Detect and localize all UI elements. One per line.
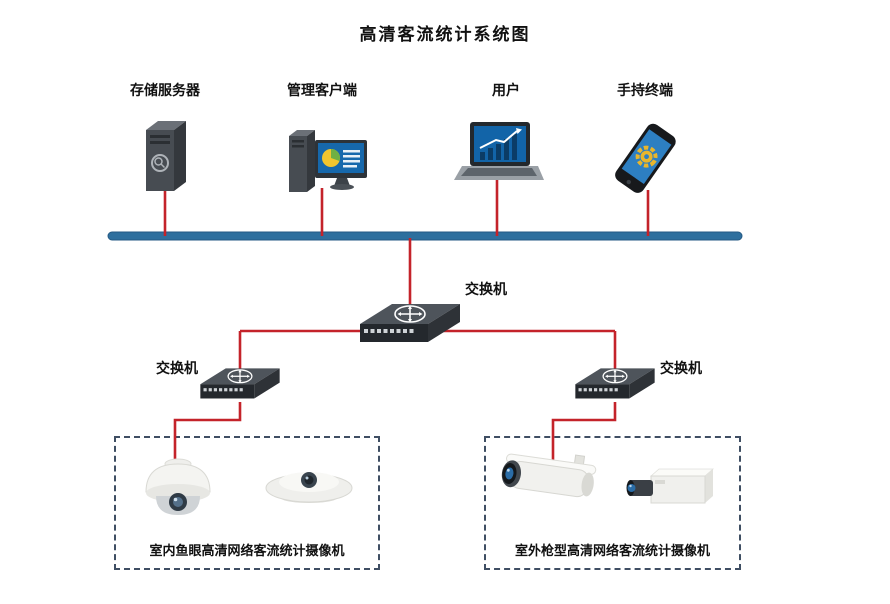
storage-server-icon (138, 118, 192, 201)
indoor-group-caption: 室内鱼眼高清网络客流统计摄像机 (149, 543, 345, 558)
left-switch-icon (194, 362, 286, 413)
connector-left-switch-indoor (173, 402, 242, 464)
core-switch-label: 交换机 (465, 281, 507, 297)
left-switch-label: 交换机 (156, 360, 198, 376)
outdoor-bullet-camera-icon (488, 448, 603, 517)
user-laptop-icon (452, 122, 544, 197)
storage-server-label: 存储服务器 (130, 82, 200, 98)
user-label: 用户 (492, 82, 520, 98)
connector-right-switch-outdoor (551, 402, 617, 466)
management-client-label: 管理客户端 (287, 82, 357, 98)
core-switch-icon (352, 296, 468, 359)
indoor-dome-fisheye-camera-icon (138, 452, 218, 529)
right-switch-label: 交换机 (660, 360, 702, 376)
management-client-icon (285, 120, 370, 210)
page-title: 高清客流统计系统图 (359, 25, 531, 44)
handheld-terminal-label: 手持终端 (617, 82, 673, 98)
network-bus (107, 231, 743, 241)
handheld-terminal-icon (608, 118, 683, 203)
right-switch-icon (569, 362, 661, 413)
outdoor-group-caption: 室外枪型高清网络客流统计摄像机 (514, 543, 710, 558)
outdoor-box-camera-icon (625, 462, 717, 519)
indoor-ceiling-fisheye-camera-icon (262, 458, 357, 515)
